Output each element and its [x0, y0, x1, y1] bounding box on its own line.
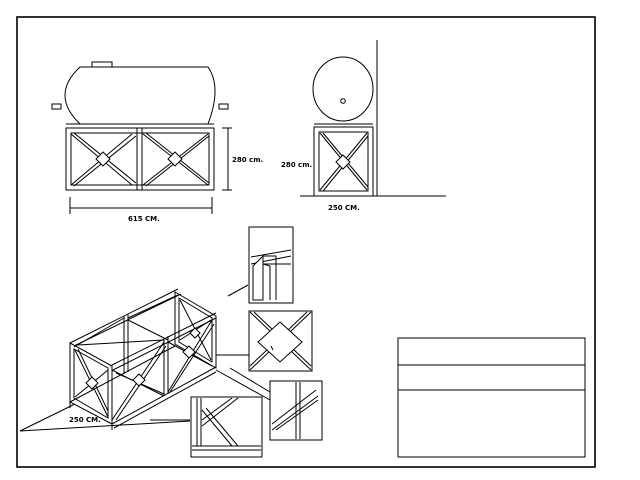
tank-right-nozzle	[218, 103, 229, 110]
detail-base-connection	[190, 396, 263, 458]
detail-gusset-plate	[248, 310, 313, 372]
dimension-side-height: 280 cm.	[232, 156, 263, 164]
isometric-frame-view	[19, 284, 271, 432]
dimension-end-width: 250 CM.	[328, 204, 360, 212]
sheet-border	[16, 16, 596, 468]
tank-left-nozzle	[51, 103, 62, 110]
tank-top-hatch	[91, 61, 113, 68]
side-frame-outer	[65, 127, 215, 191]
end-elevation-view	[300, 40, 446, 197]
dimension-iso-width: 250 CM.	[69, 416, 101, 424]
side-gusset-left	[95, 151, 111, 167]
iso-gusset-side-back	[182, 345, 196, 359]
tank-side-body	[64, 66, 216, 125]
tank-end-circle	[312, 56, 374, 122]
iso-gusset-side	[132, 373, 146, 387]
tank-end-outlet	[340, 98, 346, 104]
title-block	[397, 337, 586, 458]
detail-channel-section	[248, 226, 294, 304]
end-gusset	[335, 154, 351, 170]
side-gusset-right	[167, 151, 183, 167]
dimension-end-height: 280 cm.	[281, 161, 312, 169]
iso-gusset-end	[189, 327, 201, 339]
end-frame-outer	[313, 126, 374, 197]
side-elevation-view	[51, 61, 232, 214]
dimension-tank-length: 615 CM.	[128, 215, 160, 223]
iso-gusset-front	[85, 376, 99, 390]
detail-diagonal-angle	[269, 380, 323, 441]
